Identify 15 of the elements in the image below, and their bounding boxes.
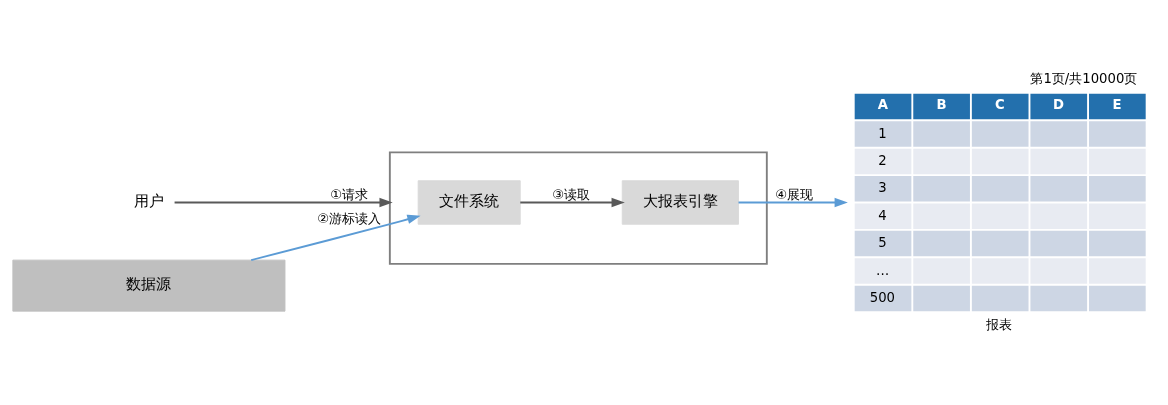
edge-label: ②游标读入 [317, 210, 382, 226]
node-box: 数据源 [12, 259, 286, 312]
node-label: 报表 [986, 317, 1013, 333]
arrow [519, 197, 625, 208]
edge-label: ④展现 [775, 186, 814, 202]
edge-label: ①请求 [330, 186, 369, 202]
arrow [250, 214, 421, 262]
node-text: 用户 [133, 192, 164, 211]
arrow [173, 197, 393, 208]
arrow [737, 197, 848, 208]
edge-label: ③读取 [552, 186, 591, 202]
node-box: 文件系统 [417, 180, 521, 225]
cluster [388, 151, 768, 265]
node-box: 大报表引擎 [621, 180, 739, 225]
node-label: 第1页/共10000页 [1030, 70, 1138, 86]
